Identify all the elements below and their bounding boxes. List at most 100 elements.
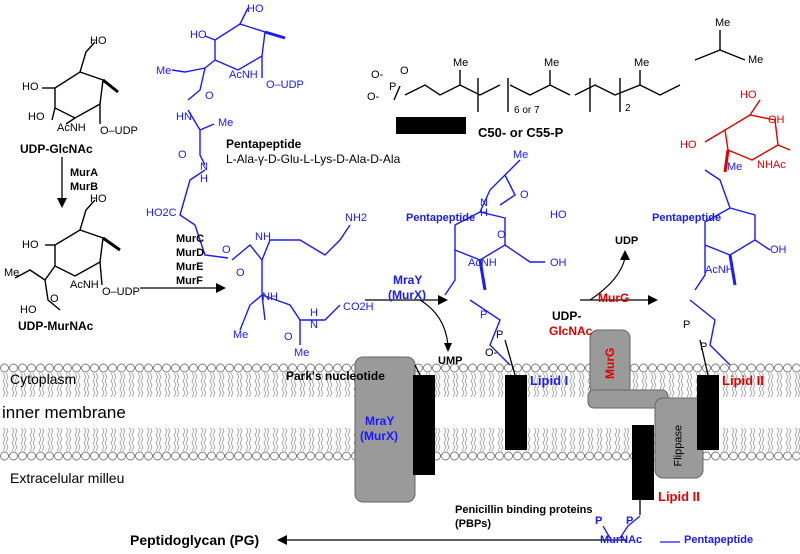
atom-ho: HO [28, 111, 45, 123]
pbp-line1: Penicillin binding proteins [455, 504, 593, 516]
atom-me: Me [156, 65, 172, 77]
atom-o-udp: O–UDP [100, 125, 138, 137]
atom-me: Me [294, 347, 310, 359]
atom-o: O [222, 244, 231, 256]
pbp-line2: (PBPs) [455, 518, 492, 530]
glcnac-in-label: GlcNAc [549, 324, 593, 338]
enzyme-murf: MurF [176, 275, 203, 287]
atom-oh: OH [768, 114, 785, 126]
parks-nucleotide-structure [171, 7, 351, 345]
c50-c55-label: C50- or C55-P [478, 125, 564, 140]
atom-nh2: NH2 [345, 212, 368, 224]
udp-murnac-label: UDP-MurNAc [18, 319, 94, 333]
pbp-p: P [626, 515, 634, 527]
pbp-pentapeptide: Pentapeptide [684, 534, 754, 546]
pentapeptide-label-lipid-i: Pentapeptide [406, 212, 476, 224]
atom-n: N [200, 161, 208, 173]
atom-o: O [50, 293, 59, 305]
arrow-pbp [277, 535, 627, 545]
atom-p: P [496, 329, 504, 341]
enzyme-murb: MurB [70, 181, 99, 193]
atom-acnh: AcNH [57, 122, 86, 134]
ump-label: UMP [438, 355, 463, 367]
atom-me: Me [727, 161, 743, 173]
lipid-carrier-lipid-ii [697, 375, 719, 450]
polyprenyl-structure [393, 30, 746, 112]
cytoplasm-label: Cytoplasm [10, 371, 77, 387]
atom-o-minus: O- [485, 347, 498, 359]
redaction-bar [396, 117, 466, 134]
inner-membrane-label: inner membrane [2, 403, 126, 422]
atom-ho: HO [190, 29, 207, 41]
atom-p: P [389, 81, 397, 93]
enzyme-murd: MurD [176, 247, 205, 259]
atom-me: Me [544, 57, 560, 69]
atom-ho: HO [90, 193, 107, 205]
atom-ho2c: HO2C [146, 207, 177, 219]
atom-me: Me [513, 149, 529, 161]
pentapeptide-sequence: L-Ala-γ-D-Glu-L-Lys-D-Ala-D-Ala [226, 152, 401, 166]
lipid-ii-bottom-label: Lipid II [658, 489, 700, 504]
atom-nhac: NHAc [757, 159, 786, 171]
atom-ho: HO [90, 35, 107, 47]
enzyme-murc: MurC [176, 233, 205, 245]
atom-acnh: AcNH [468, 257, 497, 269]
atom-o-udp: O–UDP [266, 79, 304, 91]
atom-me: Me [218, 117, 234, 129]
atom-o-minus: O- [367, 91, 380, 103]
atom-co2h: CO2H [343, 301, 374, 313]
atom-o-udp: O–UDP [102, 286, 140, 298]
lipid-ii-structure [689, 99, 791, 366]
atom-me: Me [453, 57, 469, 69]
lipid-i-label: Lipid I [530, 373, 569, 388]
enzyme-mray: MraY [393, 273, 423, 287]
atom-me: Me [233, 329, 249, 341]
enzyme-mure: MurE [176, 261, 204, 273]
flippase-label: Flippase [672, 424, 685, 467]
atom-oh: OH [770, 244, 787, 256]
udp-glcnac-structure [42, 41, 119, 125]
atom-h: H [480, 207, 488, 219]
parks-nucleotide-label: Park's nucleotide [286, 369, 385, 383]
arrow-mray [365, 295, 452, 352]
atom-hn: HN [176, 111, 192, 123]
extracellular-label: Extracelular milleu [10, 470, 125, 486]
atom-acnh: AcNH [705, 264, 734, 276]
atom-o: O [284, 331, 293, 343]
atom-ho: HO [740, 89, 757, 101]
repeat-count-two: 2 [625, 103, 631, 114]
enzyme-murg-arrow: MurG [598, 291, 630, 305]
atom-p: P [683, 319, 691, 331]
atom-o-minus: O- [371, 69, 384, 81]
pbp-chain [602, 515, 680, 543]
atom-acnh: AcNH [229, 69, 258, 81]
enzyme-murx: (MurX) [388, 288, 426, 302]
arrow-mura-murb [57, 157, 67, 208]
pentapeptide-label-lipid-ii: Pentapeptide [652, 212, 722, 224]
atom-me: Me [715, 17, 731, 29]
repeat-count: 6 or 7 [514, 105, 540, 116]
udp-glcnac-label: UDP-GlcNAc [20, 142, 93, 156]
atom-h: H [310, 307, 318, 319]
atom-nh: NH [262, 291, 278, 303]
atom-ho: HO [550, 209, 567, 221]
lipid-carrier-lipid-i [505, 375, 527, 450]
udp-murnac-structure [14, 199, 121, 311]
lipid-ii-label: Lipid II [722, 373, 764, 388]
arrow-murc-murf [140, 283, 226, 293]
atom-o: O [205, 90, 214, 102]
atom-me: Me [634, 57, 650, 69]
atom-o: O [236, 267, 245, 279]
atom-o: O [520, 189, 529, 201]
atom-n: N [480, 197, 488, 209]
atom-me: Me [748, 54, 764, 66]
atom-ho: HO [22, 239, 39, 251]
atom-o: O [178, 149, 187, 161]
pbp-p: P [595, 515, 603, 527]
atom-oh: OH [550, 257, 567, 269]
atom-o: O [400, 65, 409, 77]
atom-me: Me [4, 267, 20, 279]
murg-protein-label: MurG [603, 347, 617, 379]
